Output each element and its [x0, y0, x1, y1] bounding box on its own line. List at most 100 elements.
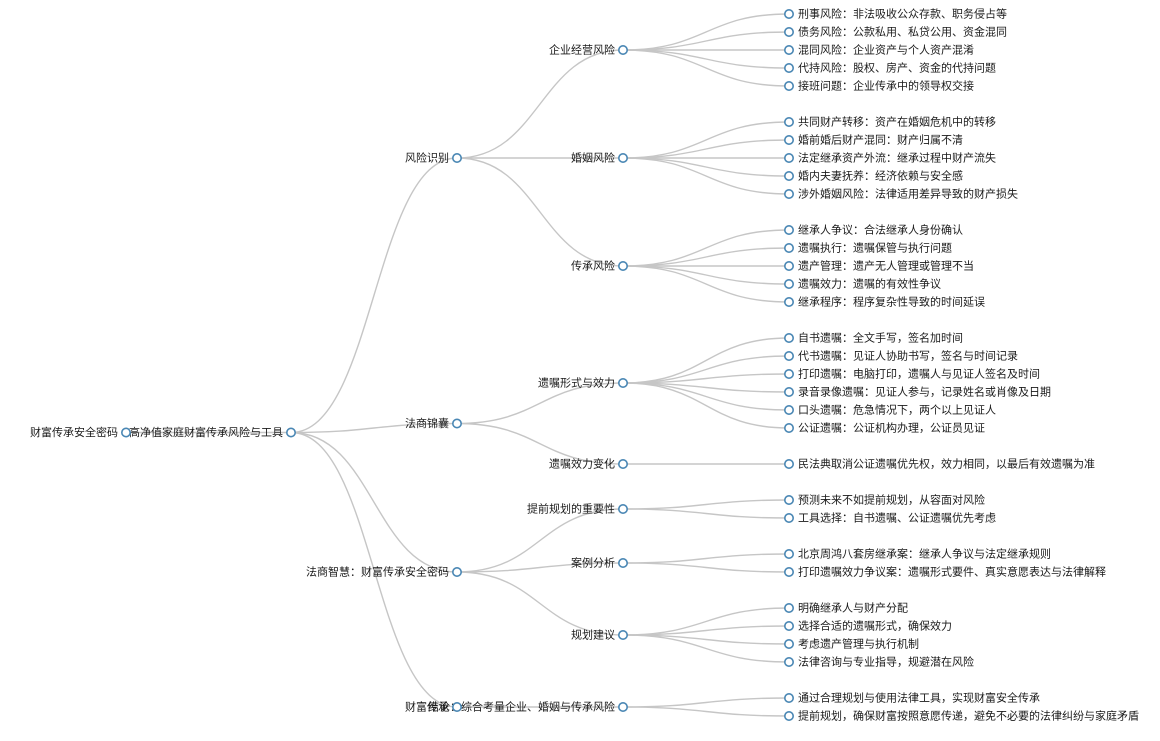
mindmap-node[interactable]: 企业经营风险 — [549, 42, 628, 56]
node-toggle-circle[interactable] — [783, 710, 794, 721]
node-toggle-circle[interactable] — [783, 566, 794, 577]
node-toggle-circle[interactable] — [783, 44, 794, 55]
node-toggle-circle[interactable] — [783, 171, 794, 182]
mindmap-node[interactable]: 代持风险：股权、房产、资金的代持问题 — [783, 60, 996, 74]
node-toggle-circle[interactable] — [783, 62, 794, 73]
node-toggle-circle[interactable] — [617, 629, 628, 640]
node-toggle-circle[interactable] — [783, 602, 794, 613]
node-toggle-circle[interactable] — [617, 701, 628, 712]
mindmap-node[interactable]: 婚内夫妻抚养：经济依赖与安全感 — [783, 168, 963, 182]
node-toggle-circle[interactable] — [783, 422, 794, 433]
mindmap-node[interactable]: 结论：综合考量企业、婚姻与传承风险 — [428, 699, 628, 713]
node-toggle-circle[interactable] — [783, 548, 794, 559]
node-toggle-circle[interactable] — [783, 404, 794, 415]
connector-line — [622, 265, 790, 285]
node-toggle-circle[interactable] — [783, 135, 794, 146]
mindmap-node[interactable]: 遗产管理：遗产无人管理或管理不当 — [783, 258, 974, 272]
node-toggle-circle[interactable] — [783, 386, 794, 397]
mindmap-node[interactable]: 财富传承安全密码 — [30, 425, 132, 439]
connector-line — [622, 13, 790, 51]
node-toggle-circle[interactable] — [121, 427, 132, 438]
mindmap-node[interactable]: 打印遗嘱：电脑打印，遗嘱人与见证人签名及时间 — [783, 366, 1040, 380]
connector-line — [622, 139, 790, 159]
node-toggle-circle[interactable] — [783, 638, 794, 649]
mindmap-node[interactable]: 法商锦囊 — [405, 416, 462, 430]
node-toggle-circle[interactable] — [783, 350, 794, 361]
mindmap-node[interactable]: 婚前婚后财产混同：财产归属不清 — [783, 132, 963, 146]
node-toggle-circle[interactable] — [783, 9, 794, 19]
mindmap-node[interactable]: 案例分析 — [571, 555, 628, 569]
node-toggle-circle[interactable] — [451, 566, 462, 577]
mindmap-node[interactable]: 选择合适的遗嘱形式，确保效力 — [783, 618, 952, 632]
node-toggle-circle[interactable] — [783, 189, 794, 200]
mindmap-node[interactable]: 公证遗嘱：公证机构办理，公证员见证 — [783, 420, 985, 434]
node-toggle-circle[interactable] — [617, 458, 628, 469]
node-toggle-circle[interactable] — [783, 512, 794, 523]
mindmap-node[interactable]: 传承风险 — [571, 258, 628, 272]
mindmap-node[interactable]: 继承人争议：合法继承人身份确认 — [783, 222, 963, 236]
mindmap-node[interactable]: 混同风险：企业资产与个人资产混淆 — [783, 42, 974, 56]
mindmap-node[interactable]: 法定继承资产外流：继承过程中财产流失 — [783, 150, 996, 164]
node-toggle-circle[interactable] — [617, 377, 628, 388]
mindmap-node[interactable]: 遗嘱执行：遗嘱保管与执行问题 — [783, 240, 952, 254]
mindmap-node[interactable]: 高净值家庭财富传承风险与工具 — [129, 425, 296, 439]
mindmap-node[interactable]: 财富传承 — [405, 699, 462, 713]
mindmap-node[interactable]: 遗嘱效力变化 — [549, 456, 628, 470]
node-toggle-circle[interactable] — [617, 557, 628, 568]
mindmap-node[interactable]: 风险识别 — [405, 150, 462, 164]
node-toggle-circle[interactable] — [617, 153, 628, 164]
mindmap-node[interactable]: 自书遗嘱：全文手写，签名加时间 — [783, 330, 963, 344]
mindmap-node[interactable]: 继承程序：程序复杂性导致的时间延误 — [783, 294, 985, 308]
mindmap-node[interactable]: 债务风险：公款私用、私贷公用、资金混同 — [783, 24, 1007, 38]
node-toggle-circle[interactable] — [783, 260, 794, 271]
mindmap-node[interactable]: 遗嘱形式与效力 — [538, 375, 628, 389]
mindmap-node[interactable]: 民法典取消公证遗嘱优先权，效力相同，以最后有效遗嘱为准 — [783, 456, 1095, 470]
mindmap-node[interactable]: 婚姻风险 — [571, 150, 628, 164]
node-toggle-circle[interactable] — [617, 260, 628, 271]
node-toggle-circle[interactable] — [783, 26, 794, 37]
mindmap-node[interactable]: 接班问题：企业传承中的领导权交接 — [783, 78, 974, 92]
mindmap-node[interactable]: 遗嘱效力：遗嘱的有效性争议 — [783, 276, 941, 290]
node-label: 法定继承资产外流：继承过程中财产流失 — [798, 150, 996, 164]
mindmap-node[interactable]: 代书遗嘱：见证人协助书写，签名与时间记录 — [783, 348, 1018, 362]
mindmap-node[interactable]: 北京周鸿八套房继承案：继承人争议与法定继承规则 — [783, 546, 1051, 560]
node-toggle-circle[interactable] — [783, 296, 794, 307]
mindmap-node[interactable]: 通过合理规划与使用法律工具，实现财富安全传承 — [783, 690, 1040, 704]
node-toggle-circle[interactable] — [783, 81, 794, 92]
node-toggle-circle[interactable] — [783, 494, 794, 505]
node-toggle-circle[interactable] — [451, 701, 462, 712]
node-toggle-circle[interactable] — [451, 418, 462, 429]
node-toggle-circle[interactable] — [783, 368, 794, 379]
node-label: 打印遗嘱效力争议案：遗嘱形式要件、真实意愿表达与法律解释 — [798, 564, 1106, 578]
mindmap-node[interactable]: 法商智慧：财富传承安全密码 — [306, 564, 462, 578]
node-toggle-circle[interactable] — [617, 44, 628, 55]
mindmap-node[interactable]: 预测未来不如提前规划，从容面对风险 — [783, 492, 985, 506]
mindmap-node[interactable]: 打印遗嘱效力争议案：遗嘱形式要件、真实意愿表达与法律解释 — [783, 564, 1106, 578]
mindmap-node[interactable]: 刑事风险：非法吸收公众存款、职务侵占等 — [783, 6, 1007, 20]
mindmap-node[interactable]: 工具选择：自书遗嘱、公证遗嘱优先考虑 — [783, 510, 996, 524]
mindmap-node[interactable]: 规划建议 — [571, 627, 628, 641]
node-toggle-circle[interactable] — [783, 332, 794, 343]
mindmap-node[interactable]: 提前规划的重要性 — [527, 501, 628, 515]
node-toggle-circle[interactable] — [285, 427, 296, 438]
mindmap-node[interactable]: 提前规划，确保财富按照意愿传递，避免不必要的法律纠纷与家庭矛盾 — [783, 708, 1139, 722]
mindmap-node[interactable]: 共同财产转移：资产在婚姻危机中的转移 — [783, 114, 996, 128]
node-toggle-circle[interactable] — [783, 656, 794, 667]
mindmap-node[interactable]: 录音录像遗嘱：见证人参与，记录姓名或肖像及日期 — [783, 384, 1051, 398]
mindmap-node[interactable]: 考虑遗产管理与执行机制 — [783, 636, 919, 650]
node-toggle-circle[interactable] — [783, 620, 794, 631]
mindmap-node[interactable]: 涉外婚姻风险：法律适用差异导致的财产损失 — [783, 186, 1018, 200]
node-toggle-circle[interactable] — [617, 503, 628, 514]
node-toggle-circle[interactable] — [783, 153, 794, 164]
node-toggle-circle[interactable] — [783, 278, 794, 289]
node-toggle-circle[interactable] — [783, 117, 794, 128]
node-label: 民法典取消公证遗嘱优先权，效力相同，以最后有效遗嘱为准 — [798, 456, 1095, 470]
node-toggle-circle[interactable] — [783, 225, 794, 236]
mindmap-node[interactable]: 明确继承人与财产分配 — [783, 600, 908, 614]
node-toggle-circle[interactable] — [783, 243, 794, 254]
mindmap-node[interactable]: 法律咨询与专业指导，规避潜在风险 — [783, 654, 974, 668]
node-toggle-circle[interactable] — [783, 458, 794, 469]
node-toggle-circle[interactable] — [451, 153, 462, 164]
mindmap-node[interactable]: 口头遗嘱：危急情况下，两个以上见证人 — [783, 402, 996, 416]
node-toggle-circle[interactable] — [783, 692, 794, 703]
